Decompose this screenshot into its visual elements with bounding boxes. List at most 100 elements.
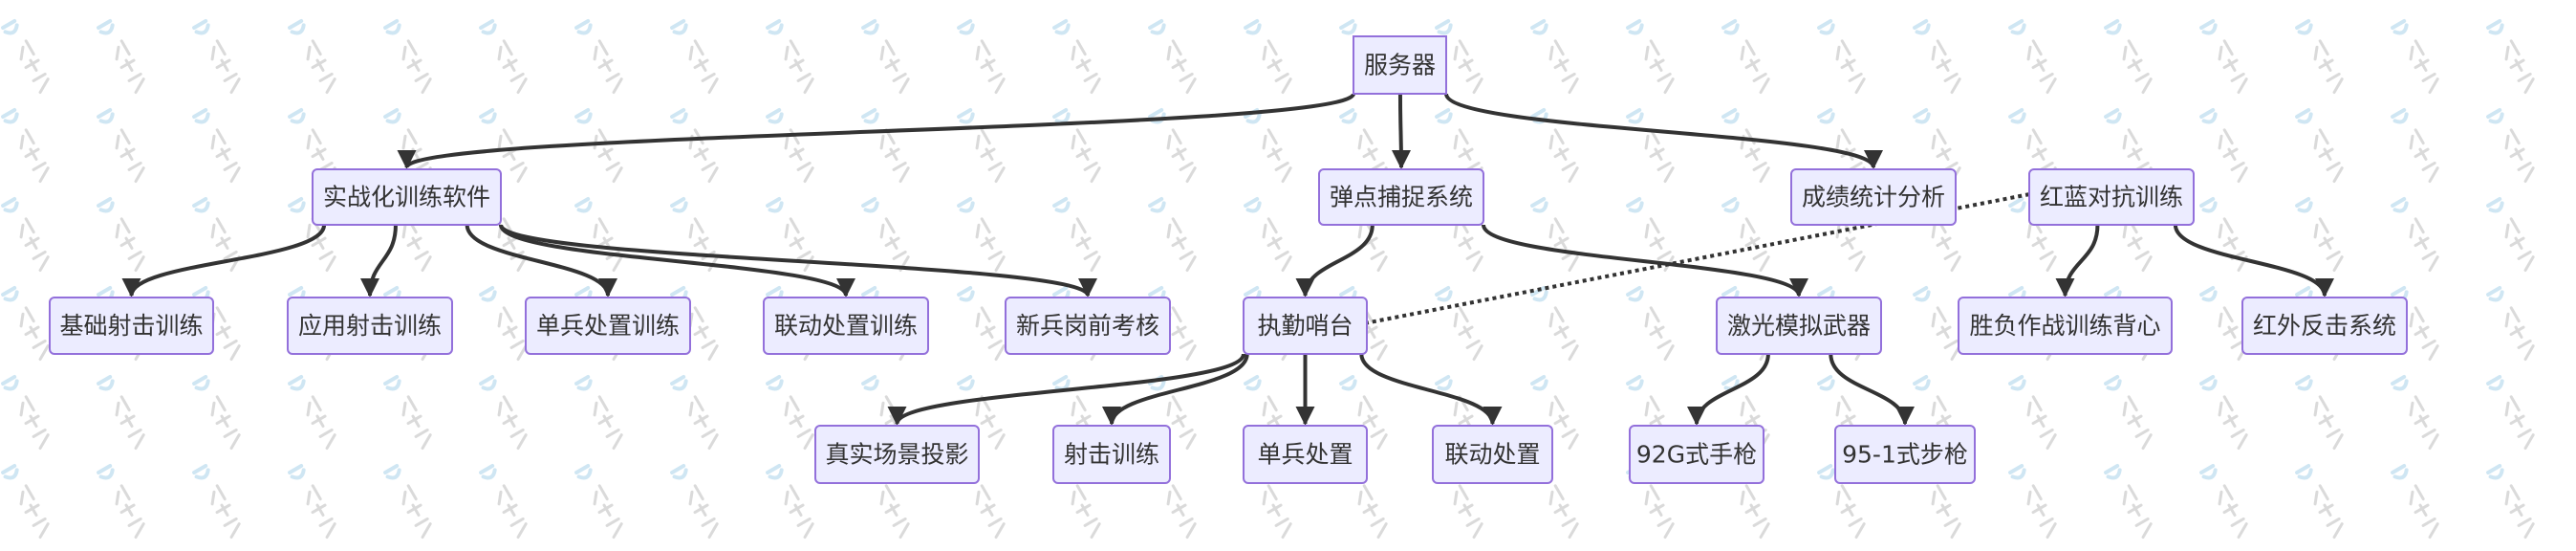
watermark-icon — [1626, 19, 1675, 95]
watermark-icon — [861, 19, 910, 95]
watermark-icon — [1913, 108, 1961, 184]
edge-server-to-combat_sw — [397, 92, 1355, 169]
watermark-icon — [1244, 197, 1292, 273]
node-label: 红外反击系统 — [2253, 312, 2396, 340]
watermark-icon — [1626, 375, 1675, 451]
watermark-icon — [1626, 286, 1675, 362]
watermark-icon — [97, 108, 145, 184]
node-pistol[interactable]: 92G式手枪 — [1629, 425, 1764, 484]
watermark-icon — [1339, 108, 1388, 184]
watermark-icon — [1435, 108, 1483, 184]
edge-laser-to-pistol — [1687, 353, 1770, 426]
watermark-icon — [2391, 108, 2439, 184]
watermark-icon — [383, 375, 432, 451]
edge-redblue-to-post — [1366, 192, 2030, 325]
watermark-icon — [957, 19, 1006, 95]
node-box — [1432, 425, 1553, 484]
watermark-icon — [1148, 197, 1197, 273]
node-box — [1834, 425, 1976, 484]
node-joint_train[interactable]: 联动处置训练 — [763, 297, 929, 355]
node-box — [1716, 297, 1882, 355]
node-projection[interactable]: 真实场景投影 — [814, 425, 980, 484]
watermark-icon — [1913, 19, 1961, 95]
edge-server-to-impact — [1391, 93, 1411, 169]
watermark-icon — [1913, 286, 1961, 362]
node-box — [1790, 168, 1957, 226]
watermark-icon — [2199, 108, 2248, 184]
watermark-icon — [2008, 375, 2057, 451]
node-server[interactable]: 服务器 — [1353, 35, 1447, 95]
watermark-icon — [2104, 19, 2153, 95]
watermark-icon — [1052, 108, 1101, 184]
watermark-icon — [2391, 464, 2439, 540]
node-combat_sw[interactable]: 实战化训练软件 — [312, 168, 502, 226]
watermark-icon — [1, 108, 50, 184]
watermark-icon — [1721, 108, 1770, 184]
node-shoot[interactable]: 射击训练 — [1052, 425, 1171, 484]
edge-impact-to-laser — [1482, 224, 1808, 298]
watermark-icon — [288, 19, 336, 95]
node-box — [1005, 297, 1171, 355]
watermark-icon — [957, 197, 1006, 273]
node-box — [1958, 297, 2173, 355]
node-stats[interactable]: 成绩统计分析 — [1790, 168, 1957, 226]
watermark-icon — [766, 19, 814, 95]
watermark-icon — [1339, 375, 1388, 451]
edge-combat_sw-to-joint_train — [499, 224, 855, 298]
node-joint[interactable]: 联动处置 — [1432, 425, 1553, 484]
watermark-icon — [2295, 19, 2344, 95]
watermark-icon — [2199, 464, 2248, 540]
watermark-icon — [97, 197, 145, 273]
node-vest[interactable]: 胜负作战训练背心 — [1958, 297, 2173, 355]
node-ir[interactable]: 红外反击系统 — [2241, 297, 2408, 355]
edge-post-to-joint — [1359, 353, 1503, 426]
watermark-icon — [1530, 19, 1579, 95]
watermark-icon — [766, 375, 814, 451]
watermark-icon — [2295, 464, 2344, 540]
node-label: 弹点捕捉系统 — [1330, 184, 1473, 211]
watermark-icon — [1530, 286, 1579, 362]
node-rifle[interactable]: 95-1式步枪 — [1834, 425, 1976, 484]
watermark-icon — [288, 108, 336, 184]
node-post[interactable]: 执勤哨台 — [1243, 297, 1368, 355]
node-redblue[interactable]: 红蓝对抗训练 — [2028, 168, 2195, 226]
watermark-icon — [574, 464, 623, 540]
node-single[interactable]: 单兵处置 — [1243, 425, 1368, 484]
watermark-icon — [2486, 464, 2535, 540]
watermark-icon — [1435, 375, 1483, 451]
watermark-icon — [1148, 108, 1197, 184]
watermark-icon — [479, 375, 528, 451]
watermark-icon — [479, 286, 528, 362]
edge-post-to-projection — [887, 353, 1245, 426]
watermark-icon — [2486, 197, 2535, 273]
watermark-icon — [2391, 375, 2439, 451]
node-applied_shoot[interactable]: 应用射击训练 — [287, 297, 453, 355]
watermark-icon — [1435, 19, 1483, 95]
node-laser[interactable]: 激光模拟武器 — [1716, 297, 1882, 355]
node-label: 执勤哨台 — [1257, 312, 1353, 340]
node-label: 应用射击训练 — [298, 312, 442, 340]
node-label: 基础射击训练 — [59, 312, 203, 340]
watermark-icon — [2104, 108, 2153, 184]
watermark-icon — [2486, 108, 2535, 184]
node-single_train[interactable]: 单兵处置训练 — [525, 297, 691, 355]
node-label: 红蓝对抗训练 — [2040, 184, 2183, 211]
watermark-icon — [2104, 464, 2153, 540]
watermark-icon — [2391, 19, 2439, 95]
node-label: 激光模拟武器 — [1727, 312, 1871, 340]
watermark-icon — [861, 108, 910, 184]
watermark-icon — [2295, 375, 2344, 451]
node-box — [814, 425, 980, 484]
node-box — [312, 168, 502, 226]
watermark-icon — [766, 197, 814, 273]
node-box — [287, 297, 453, 355]
watermark-icon — [1052, 197, 1101, 273]
node-basic_shoot[interactable]: 基础射击训练 — [49, 297, 214, 355]
node-label: 实战化训练软件 — [323, 184, 490, 211]
node-recruit[interactable]: 新兵岗前考核 — [1005, 297, 1171, 355]
node-label: 新兵岗前考核 — [1016, 312, 1159, 340]
watermark-icon — [2486, 286, 2535, 362]
node-impact[interactable]: 弹点捕捉系统 — [1318, 168, 1484, 226]
